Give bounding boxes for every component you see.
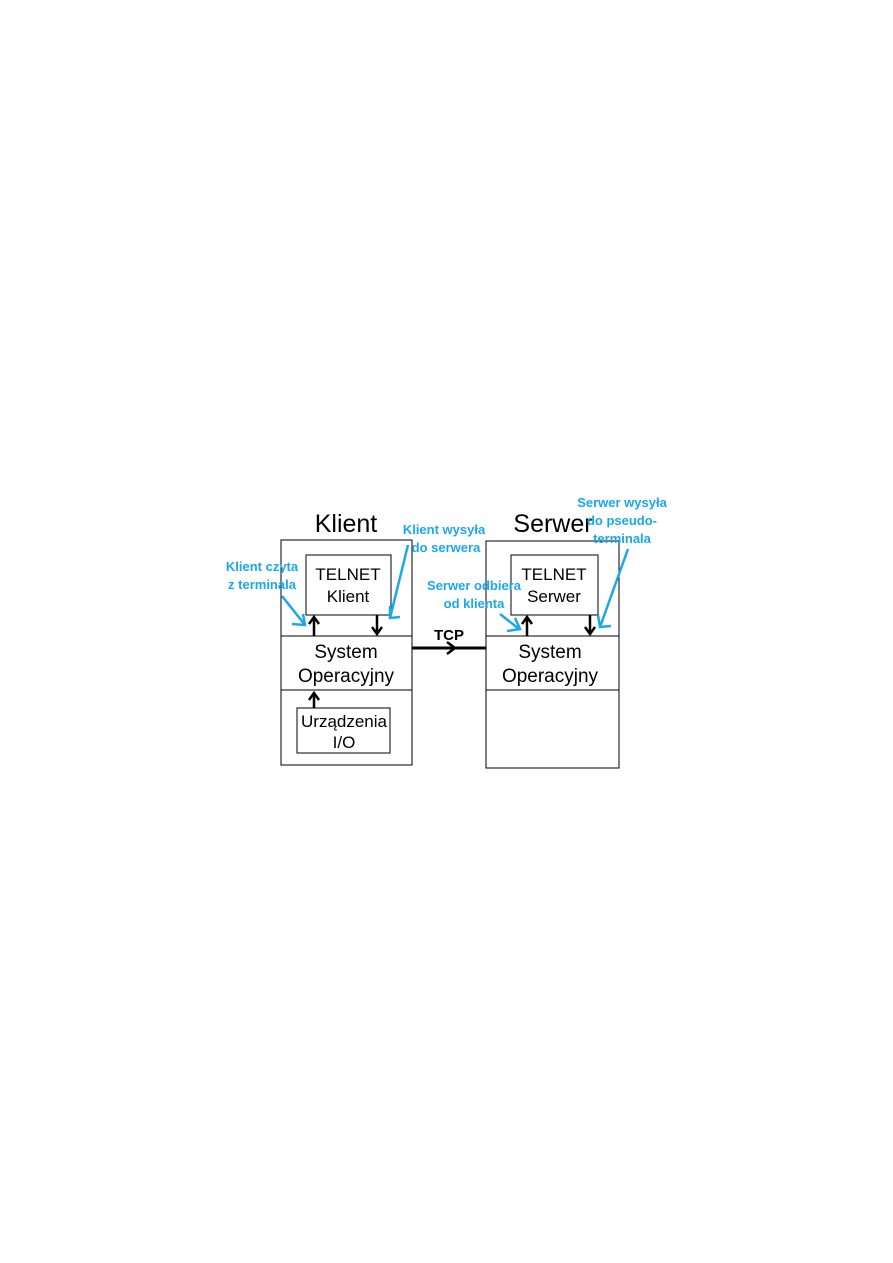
note-server-receives-line1: Serwer odbiera <box>427 578 522 593</box>
note-client-sends-line2: do serwera <box>412 540 481 555</box>
server-down-arrow <box>583 615 597 637</box>
client-os-line2: Operacyjny <box>298 666 395 687</box>
server-os-line2: Operacyjny <box>502 666 599 687</box>
arrow-client-sends <box>388 544 410 620</box>
server-os-line1: System <box>518 642 581 663</box>
arrow-client-reads <box>281 595 307 627</box>
io-devices-box <box>296 707 391 754</box>
tcp-connection: TCP <box>412 627 486 655</box>
note-client-reads-line2: z terminala <box>228 577 297 592</box>
note-server-sends-line2: do pseudo- <box>587 513 657 528</box>
telnet-server-line1: TELNET <box>521 565 586 584</box>
tcp-arrowhead <box>446 641 458 655</box>
server-column: Serwer TELNET Serwer System Operacyjny <box>485 510 620 769</box>
io-devices-line1: Urządzenia <box>301 712 388 731</box>
arrow-server-sends <box>596 548 630 629</box>
telnet-client-line2: Klient <box>327 587 370 606</box>
io-up-arrow <box>307 690 321 708</box>
note-server-receives-line2: od klienta <box>444 596 505 611</box>
server-up-arrow <box>520 614 534 636</box>
client-os-line1: System <box>314 642 377 663</box>
client-column: Klient TELNET Klient System Operacyjny U… <box>280 510 413 766</box>
note-server-sends-line3: terminala <box>593 531 652 546</box>
client-down-arrow <box>370 615 384 637</box>
server-title: Serwer <box>513 510 592 538</box>
telnet-server-line2: Serwer <box>527 587 581 606</box>
tcp-label: TCP <box>434 627 464 644</box>
client-title: Klient <box>315 510 378 538</box>
client-up-arrow <box>307 614 321 636</box>
arrow-server-receives <box>499 613 522 633</box>
telnet-client-box <box>305 554 392 616</box>
telnet-client-line1: TELNET <box>315 565 380 584</box>
note-client-sends-line1: Klient wysyła <box>403 522 486 537</box>
note-client-reads-line1: Klient czyta <box>226 559 299 574</box>
io-devices-line2: I/O <box>333 733 356 752</box>
annotations: Klient czyta z terminala Klient wysyła d… <box>226 495 668 633</box>
telnet-server-box <box>510 554 599 616</box>
note-server-sends-line1: Serwer wysyła <box>577 495 667 510</box>
